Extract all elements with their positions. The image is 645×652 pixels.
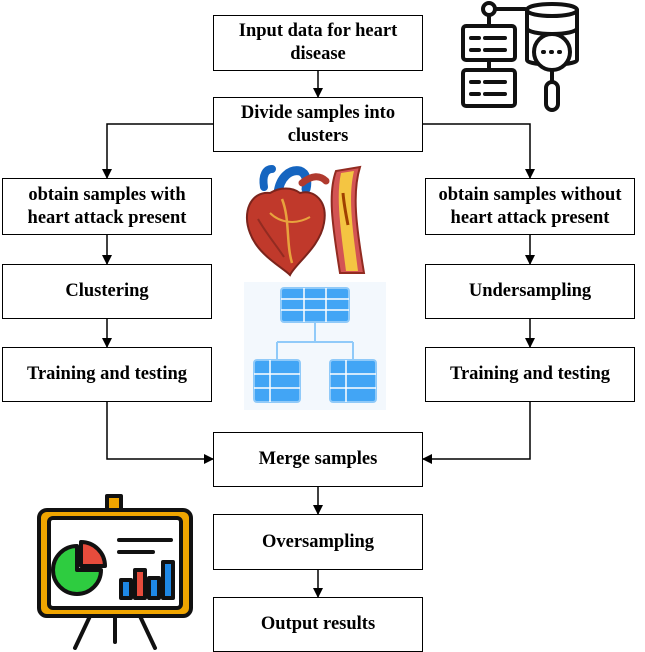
oversampling-node: Oversampling xyxy=(213,514,423,570)
arrow-train-left-to-merge xyxy=(106,402,214,464)
database-search-icon xyxy=(461,1,579,112)
merge-samples-node: Merge samples xyxy=(213,432,423,487)
presentation-chart-board-icon xyxy=(37,494,193,650)
training-testing-left-node: Training and testing xyxy=(2,347,212,402)
table-hierarchy-icon xyxy=(244,282,386,410)
undersampling-node: Undersampling xyxy=(425,264,635,319)
input-data-node: Input data for heart disease xyxy=(213,15,423,71)
with-attack-node: obtain samples with heart attack present xyxy=(2,178,212,235)
training-testing-right-node: Training and testing xyxy=(425,347,635,402)
heart-and-artery-icon xyxy=(245,165,366,277)
arrow-train-right-to-merge xyxy=(422,402,531,464)
output-results-node: Output results xyxy=(213,597,423,652)
arrow-divide-to-right xyxy=(423,123,535,179)
arrow-divide-to-left xyxy=(102,123,213,179)
divide-samples-node: Divide samples into clusters xyxy=(213,97,423,152)
clustering-node: Clustering xyxy=(2,264,212,319)
without-attack-node: obtain samples without heart attack pres… xyxy=(425,178,635,235)
